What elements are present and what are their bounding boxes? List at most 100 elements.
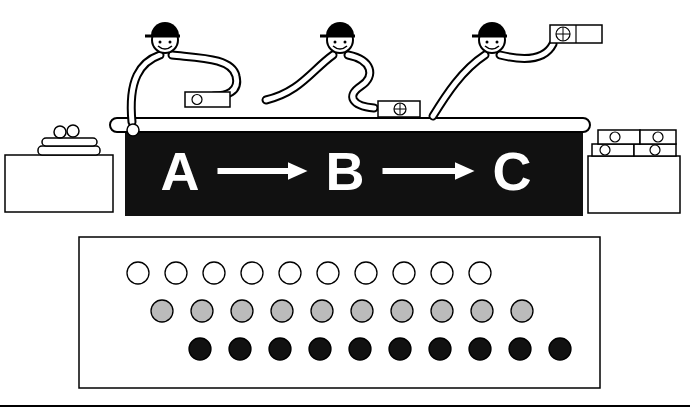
- part-mark: [650, 145, 660, 155]
- bottom-rule: [0, 405, 690, 407]
- white-token: [241, 262, 263, 284]
- black-token: [229, 338, 251, 360]
- part-cross: [400, 103, 401, 115]
- grey-token: [151, 300, 173, 322]
- arm: [266, 55, 333, 100]
- grey-token: [351, 300, 373, 322]
- helmet-brim: [145, 35, 180, 38]
- grey-token: [191, 300, 213, 322]
- part-mark: [192, 95, 202, 105]
- helmet-brim: [472, 35, 507, 38]
- smile: [333, 46, 347, 49]
- arm-outline: [348, 55, 374, 108]
- part-loop: [67, 125, 79, 137]
- helmet-brim: [320, 35, 355, 38]
- arm-outline: [266, 55, 333, 100]
- output-bin: [588, 130, 680, 213]
- grey-token: [311, 300, 333, 322]
- black-token: [349, 338, 371, 360]
- grey-token: [231, 300, 253, 322]
- finished-part: [634, 144, 676, 156]
- white-token: [127, 262, 149, 284]
- eye: [159, 41, 162, 44]
- grey-token: [431, 300, 453, 322]
- eye: [169, 41, 172, 44]
- helmet: [478, 22, 506, 36]
- arm-outline: [172, 55, 237, 96]
- eye: [344, 41, 347, 44]
- arm: [131, 55, 160, 122]
- black-token: [189, 338, 211, 360]
- part-mark: [600, 145, 610, 155]
- smile: [158, 46, 172, 49]
- white-token: [355, 262, 377, 284]
- grey-token: [511, 300, 533, 322]
- part-mark: [653, 132, 663, 142]
- bin-box: [588, 156, 680, 213]
- finished-part: [598, 130, 640, 144]
- table-front: [125, 128, 583, 216]
- black-token: [469, 338, 491, 360]
- part-loop: [54, 126, 66, 138]
- grey-token: [391, 300, 413, 322]
- part-plate: [42, 138, 97, 146]
- flow-arrow: [218, 168, 296, 174]
- arm-outline: [500, 44, 553, 58]
- eye: [334, 41, 337, 44]
- helmet: [326, 22, 354, 36]
- worker: [433, 22, 602, 116]
- white-token: [317, 262, 339, 284]
- part: [127, 124, 139, 136]
- black-token: [549, 338, 571, 360]
- arm: [348, 55, 374, 108]
- station-node: C: [489, 144, 536, 198]
- part-mark: [556, 27, 570, 41]
- white-token: [469, 262, 491, 284]
- black-token: [389, 338, 411, 360]
- arm-outline: [433, 55, 485, 116]
- white-token: [279, 262, 301, 284]
- helmet: [151, 22, 179, 36]
- arm: [172, 55, 237, 96]
- part: [378, 101, 420, 117]
- part-divider: [575, 25, 576, 43]
- token-rows: [127, 262, 571, 360]
- station-letter: A: [161, 144, 200, 198]
- timeline-panel: [79, 237, 600, 388]
- black-token: [429, 338, 451, 360]
- black-token: [509, 338, 531, 360]
- eye: [496, 41, 499, 44]
- part-plate: [38, 146, 100, 155]
- finished-part: [640, 130, 676, 144]
- finished-part: [592, 144, 634, 156]
- white-token: [203, 262, 225, 284]
- eye: [486, 41, 489, 44]
- arm: [433, 55, 485, 116]
- input-bin: [5, 125, 113, 212]
- grey-token: [271, 300, 293, 322]
- part-mark: [394, 103, 406, 115]
- worker: [266, 22, 420, 117]
- white-token: [393, 262, 415, 284]
- table-top: [110, 118, 590, 132]
- station-node: A: [157, 144, 204, 198]
- grey-token: [471, 300, 493, 322]
- part-cross: [563, 27, 564, 41]
- white-token: [165, 262, 187, 284]
- worker: [127, 22, 237, 136]
- station-letter: C: [493, 144, 532, 198]
- arm-outline: [131, 55, 160, 122]
- station-letter: B: [326, 144, 365, 198]
- part: [185, 92, 230, 107]
- bin-box: [5, 155, 113, 212]
- station-node: B: [322, 144, 369, 198]
- part: [550, 25, 602, 43]
- arm: [500, 44, 553, 58]
- white-token: [431, 262, 453, 284]
- black-token: [269, 338, 291, 360]
- smile: [485, 46, 499, 49]
